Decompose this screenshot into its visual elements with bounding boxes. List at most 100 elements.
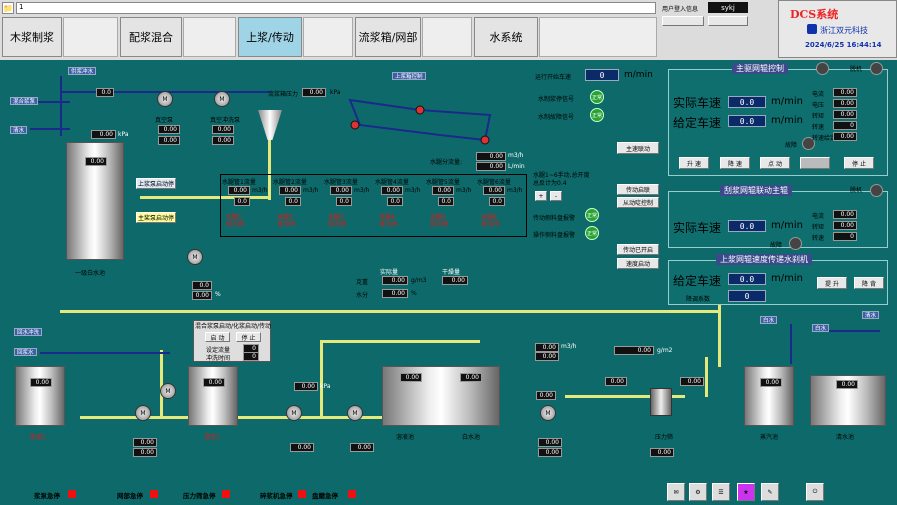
split-flow-unit2: L/min bbox=[508, 163, 525, 170]
start-pump-button[interactable]: 上浆泵启动停 bbox=[136, 178, 176, 189]
company-name: 浙江双元科技 bbox=[820, 26, 868, 35]
system-title: DCS系统 bbox=[790, 8, 839, 21]
main-offline: 脱机 bbox=[850, 66, 863, 73]
tab-mixing[interactable]: 配浆混合 bbox=[120, 17, 182, 57]
command-input[interactable]: 1 bbox=[16, 2, 656, 14]
mix-stop-button[interactable]: 停 止 bbox=[236, 332, 261, 342]
main-row-value: 0 bbox=[833, 121, 857, 130]
mid-dryness-label: 干燥量 bbox=[442, 269, 461, 276]
leg-flow-title: 水腿管1流量 bbox=[222, 179, 256, 186]
tag-clean-water: 清水 bbox=[10, 126, 28, 134]
leg-flow-value: 0.00 bbox=[381, 186, 403, 195]
plus-button[interactable]: + bbox=[535, 191, 547, 201]
leg-flow-value: 0.00 bbox=[228, 186, 250, 195]
bottom-pump2[interactable]: M bbox=[160, 383, 176, 399]
user-info-label: 用户登入信息 bbox=[662, 6, 699, 13]
bottom-pump1[interactable]: M bbox=[135, 405, 151, 421]
user-value: sykj bbox=[708, 2, 748, 13]
tank-pulp1 bbox=[15, 366, 65, 426]
blank-button[interactable] bbox=[800, 157, 830, 169]
bottom-pump5[interactable]: M bbox=[540, 405, 556, 421]
vacuum-pump-motor[interactable]: M bbox=[157, 91, 173, 107]
main-fault-lamp bbox=[802, 137, 815, 150]
mill-stop-signal: 水制浆停信号 bbox=[538, 96, 575, 103]
main-fault-label: 故障 bbox=[785, 142, 798, 149]
scraper-title: 刮浆网辊联动主辊 bbox=[720, 185, 792, 196]
mill-stop-status: 正常 bbox=[590, 90, 604, 104]
basis-weight-value1: 0.00 bbox=[382, 276, 408, 285]
main-given-value: 0.0 bbox=[728, 115, 766, 127]
speed-down-button[interactable]: 降 速 bbox=[720, 157, 750, 169]
main-drive-lamp1 bbox=[816, 62, 829, 75]
toolbar-icon-3[interactable]: ☰ bbox=[712, 483, 730, 501]
leg-drain-valve[interactable]: 水腿6 排污阀 bbox=[481, 214, 500, 228]
p3-given-value: 0.0 bbox=[728, 273, 766, 285]
leg-flow-title: 水腿管4流量 bbox=[375, 179, 409, 186]
main-given-label: 给定车速 bbox=[673, 116, 722, 130]
stop-button[interactable]: 停 止 bbox=[844, 157, 874, 169]
tab-sizing-drive[interactable]: 上浆/传动 bbox=[238, 17, 302, 57]
datetime: 2024/6/25 16:44:14 bbox=[805, 41, 882, 49]
toolbar-icon-1[interactable]: ✉ bbox=[667, 483, 685, 501]
tank-pulp1-label: 浆池1 bbox=[30, 434, 46, 441]
app-icon[interactable]: 📁 bbox=[2, 2, 14, 14]
tag-white-water-right: 白水 bbox=[812, 324, 830, 332]
speed-up-button[interactable]: 升 速 bbox=[679, 157, 709, 169]
tab-water[interactable]: 水系统 bbox=[474, 17, 538, 57]
scraper-unit: m/min bbox=[771, 220, 803, 231]
master-drive-button[interactable]: 主速联动 bbox=[617, 142, 659, 154]
leg-drain-valve[interactable]: 水腿5 排污阀 bbox=[430, 214, 449, 228]
jog-button[interactable]: 点 动 bbox=[760, 157, 790, 169]
toolbar-icon-4[interactable]: ★ bbox=[737, 483, 755, 501]
split-flow-value1: 0.00 bbox=[476, 152, 506, 161]
speed-link-button[interactable]: 速度启动 bbox=[617, 258, 659, 269]
logout-button[interactable] bbox=[662, 16, 704, 26]
main-pump-button[interactable]: 主桨泵启动停 bbox=[136, 212, 176, 223]
main-row-label: 转矩 bbox=[812, 113, 825, 120]
bp-value4: 0.00 bbox=[350, 443, 374, 452]
headbox-control-tag: 上浆箱控制 bbox=[392, 72, 426, 80]
alarm-refiner-indicator bbox=[348, 490, 356, 498]
mix-start-button[interactable]: 启 动 bbox=[205, 332, 230, 342]
toolbar-icon-2[interactable]: ⚙ bbox=[689, 483, 707, 501]
scraper-fault-lamp bbox=[789, 237, 802, 250]
auto-control-button[interactable]: 从动啶控制 bbox=[617, 197, 659, 208]
vacuum-wash-pump-motor[interactable]: M bbox=[214, 91, 230, 107]
bp-value6: 0.00 bbox=[538, 448, 562, 457]
tank-steam-label: 蒸汽池 bbox=[760, 434, 779, 441]
moisture-value: 0.00 bbox=[382, 289, 408, 298]
vac-val2: 0.00 bbox=[158, 136, 180, 145]
toolbar-icon-5[interactable]: ✎ bbox=[761, 483, 779, 501]
leg-drain-valve[interactable]: 水腿4 排污阀 bbox=[379, 214, 398, 228]
leg-drain-valve[interactable]: 水腿2 排污阀 bbox=[277, 214, 296, 228]
tag-white-water: 白水 bbox=[760, 316, 778, 324]
tab-pulping[interactable]: 木浆制浆 bbox=[2, 17, 62, 57]
leg-drain-valve[interactable]: 水腿3 排污阀 bbox=[328, 214, 347, 228]
p3-given-label: 给定车速 bbox=[673, 274, 722, 288]
kpa-unit: kPa bbox=[118, 131, 129, 138]
p3-raise-button[interactable]: 提 升 bbox=[817, 277, 847, 289]
drive-ready-button[interactable]: 传动已开启 bbox=[617, 244, 659, 255]
mix-flow-label: 设定流量 bbox=[206, 347, 231, 354]
exit-icon[interactable]: ⏻ bbox=[806, 483, 824, 501]
tab-headbox[interactable]: 流浆箱/网部 bbox=[355, 17, 421, 57]
scraper-fault-label: 故障 bbox=[770, 242, 783, 249]
tank-mix1-label: 混合1 bbox=[204, 434, 220, 441]
p3-lower-button[interactable]: 降 背 bbox=[854, 277, 884, 289]
bottom-pump3[interactable]: M bbox=[286, 405, 302, 421]
tank-level-value: 0.00 bbox=[85, 157, 107, 166]
main-row-label: 转速给定 bbox=[812, 135, 837, 142]
tank-white-label: 白水池 bbox=[462, 434, 481, 441]
tank-mix1-value: 0.00 bbox=[203, 378, 225, 387]
feed-pump-motor[interactable]: M bbox=[187, 249, 203, 265]
bottom-pump4[interactable]: M bbox=[347, 405, 363, 421]
drive-link-button[interactable]: 传动启联 bbox=[617, 184, 659, 195]
pressure-screen bbox=[650, 388, 672, 416]
leg-drain-valve[interactable]: 水腿1 排污阀 bbox=[226, 214, 245, 228]
leg-flow-unit: m3/h bbox=[507, 187, 523, 194]
minus-button[interactable]: - bbox=[550, 191, 562, 201]
main-given-unit: m/min bbox=[771, 115, 803, 126]
wash-val1: 0.00 bbox=[212, 125, 234, 134]
p3-ratio-value: 0 bbox=[728, 290, 766, 302]
login-button[interactable] bbox=[708, 16, 748, 26]
